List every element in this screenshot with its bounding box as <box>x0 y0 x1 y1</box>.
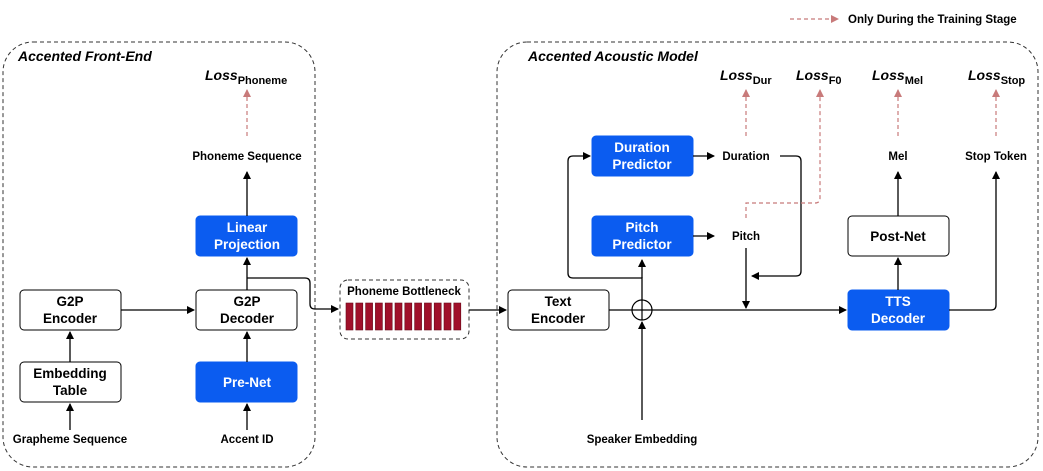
bottleneck-cell <box>443 302 452 331</box>
bottleneck-cell <box>384 302 393 331</box>
pitch-predictor-label-line1: Pitch <box>625 220 658 235</box>
post-net-label: Post-Net <box>870 229 926 244</box>
g2p-encoder-label-line2: Encoder <box>43 311 98 326</box>
text-encoder-label-line2: Encoder <box>531 311 586 326</box>
arrow-duration-to-decoder-path <box>751 155 802 280</box>
tts-decoder-label-line1: TTS <box>885 294 911 309</box>
pre-net-label: Pre-Net <box>223 375 272 390</box>
arrow-decoder-to-stop-token <box>949 171 1000 311</box>
bottleneck-cell <box>394 302 403 331</box>
text-encoder-label-line1: Text <box>545 294 572 309</box>
embedding-table-label-line1: Embedding <box>33 366 107 381</box>
arrow-sum-to-duration-predictor <box>567 152 643 300</box>
bottleneck-cell <box>375 302 383 331</box>
legend: Only During the Training Stage <box>790 14 1017 26</box>
bottleneck-cell <box>414 302 422 331</box>
loss-f0-dashed-arrow <box>745 89 824 218</box>
grapheme-sequence-label: Grapheme Sequence <box>13 434 127 446</box>
acoustic-model-region <box>496 41 1039 468</box>
pitch-predictor-label-line2: Predictor <box>612 237 672 252</box>
tts-decoder-label-line2: Decoder <box>871 311 926 326</box>
g2p-encoder-label-line1: G2P <box>56 294 83 309</box>
bottleneck-cell <box>345 302 354 331</box>
g2p-decoder-label-line2: Decoder <box>220 311 275 326</box>
accent-id-label: Accent ID <box>220 434 273 446</box>
legend-label: Only During the Training Stage <box>848 14 1017 26</box>
front-end-region-title: Accented Front-End <box>17 48 152 64</box>
bottleneck-cell <box>404 302 413 331</box>
duration-predictor-label-line1: Duration <box>614 140 670 155</box>
phoneme-sequence-label: Phoneme Sequence <box>192 151 301 163</box>
loss-f0-label: LossF0 <box>796 67 842 87</box>
stop-token-label: Stop Token <box>965 151 1027 163</box>
g2p-decoder-label-line1: G2P <box>233 294 260 309</box>
phoneme-bottleneck-container <box>339 279 470 340</box>
bottleneck-cell <box>433 302 442 331</box>
embedding-table-label-line2: Table <box>53 383 88 398</box>
bottleneck-cell <box>365 302 373 331</box>
speaker-embedding-label: Speaker Embedding <box>587 434 698 446</box>
loss-dur-label: LossDur <box>720 67 772 87</box>
bottleneck-cell <box>453 302 462 331</box>
mel-label: Mel <box>888 151 907 163</box>
front-end-region <box>2 41 316 468</box>
linear-projection-label-line2: Projection <box>214 237 280 252</box>
duration-label: Duration <box>722 151 769 163</box>
phoneme-bottleneck-label: Phoneme Bottleneck <box>347 286 461 298</box>
bottleneck-cell <box>355 302 364 331</box>
bottleneck-cell <box>424 302 432 331</box>
acoustic-model-region-title: Accented Acoustic Model <box>527 48 699 64</box>
loss-stop-label: LossStop <box>968 67 1025 87</box>
loss-phoneme-label: LossPhoneme <box>205 67 287 87</box>
linear-projection-label-line1: Linear <box>227 220 268 235</box>
pitch-label: Pitch <box>732 231 760 243</box>
sum-node <box>631 299 653 321</box>
phoneme-bottleneck-cells <box>345 302 462 331</box>
loss-mel-label: LossMel <box>872 67 923 87</box>
duration-predictor-label-line2: Predictor <box>612 157 672 172</box>
arrow-linear-to-bottleneck <box>247 277 339 313</box>
